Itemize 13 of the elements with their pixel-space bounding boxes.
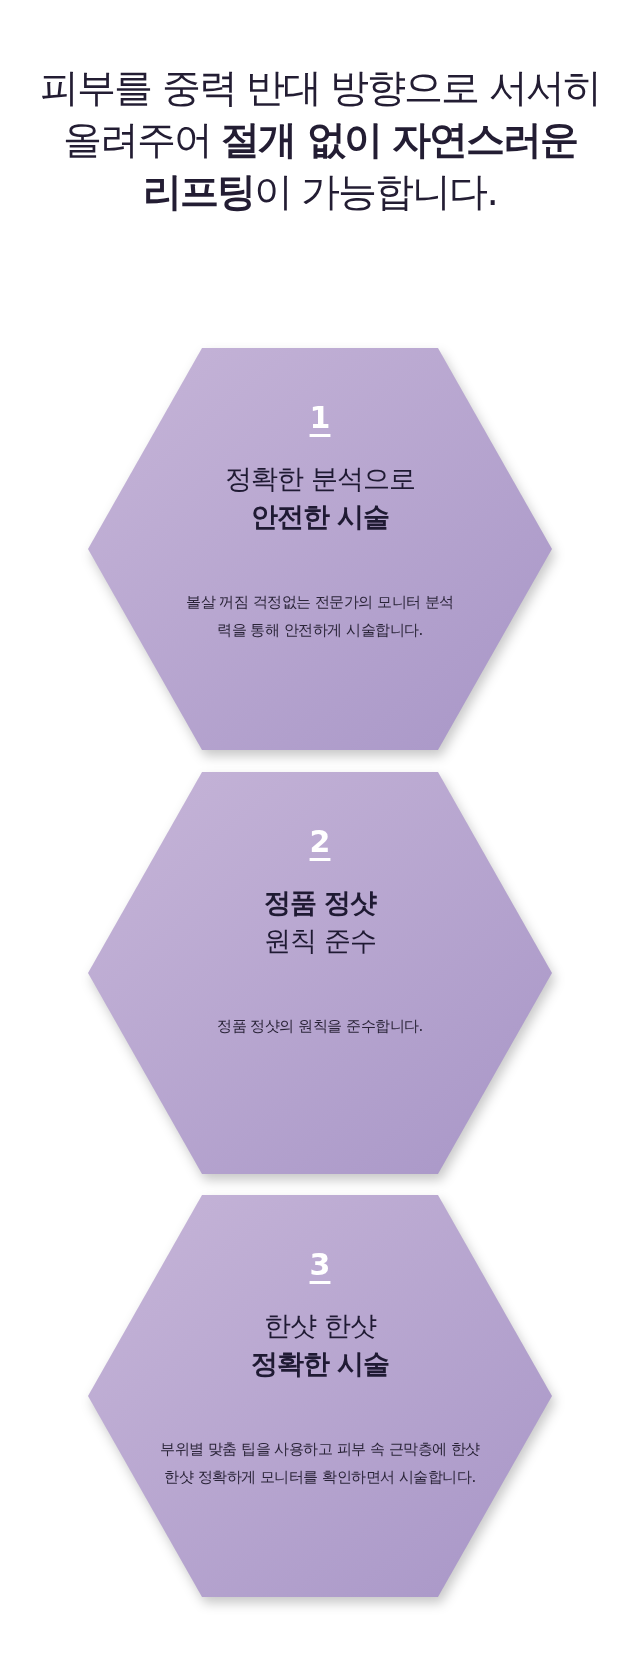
hexagon-card: [88, 772, 552, 1174]
hexagon-card: [88, 348, 552, 750]
card-heading: 정확한 분석으로 안전한 시술: [224, 462, 416, 534]
step-number: 1: [308, 400, 332, 435]
headline-text: 피부를 중력 반대 방향으로 서서히 올려주어 절개 없이 자연스러운 리프팅이 가능합니다.: [40, 64, 600, 216]
card-description: 부위별 맞춤 팁을 사용하고 피부 속 근막층에 한샷 한샷 정확하게 모니터를 확인하면서 시술합니다.: [160, 1439, 480, 1488]
card-description: 정품 정샷의 원칙을 준수합니다.: [216, 1016, 424, 1037]
card-heading: 한샷 한샷 정확한 시술: [249, 1309, 391, 1381]
step-number: 3: [308, 1247, 332, 1282]
card-description: 볼살 꺼짐 걱정없는 전문가의 모니터 분석력을 통해 안전하게 시술합니다.: [185, 592, 455, 641]
hexagon-card: [88, 1195, 552, 1597]
step-number: 2: [308, 824, 332, 859]
card-heading: 정품 정샷 원칙 준수: [262, 886, 378, 958]
